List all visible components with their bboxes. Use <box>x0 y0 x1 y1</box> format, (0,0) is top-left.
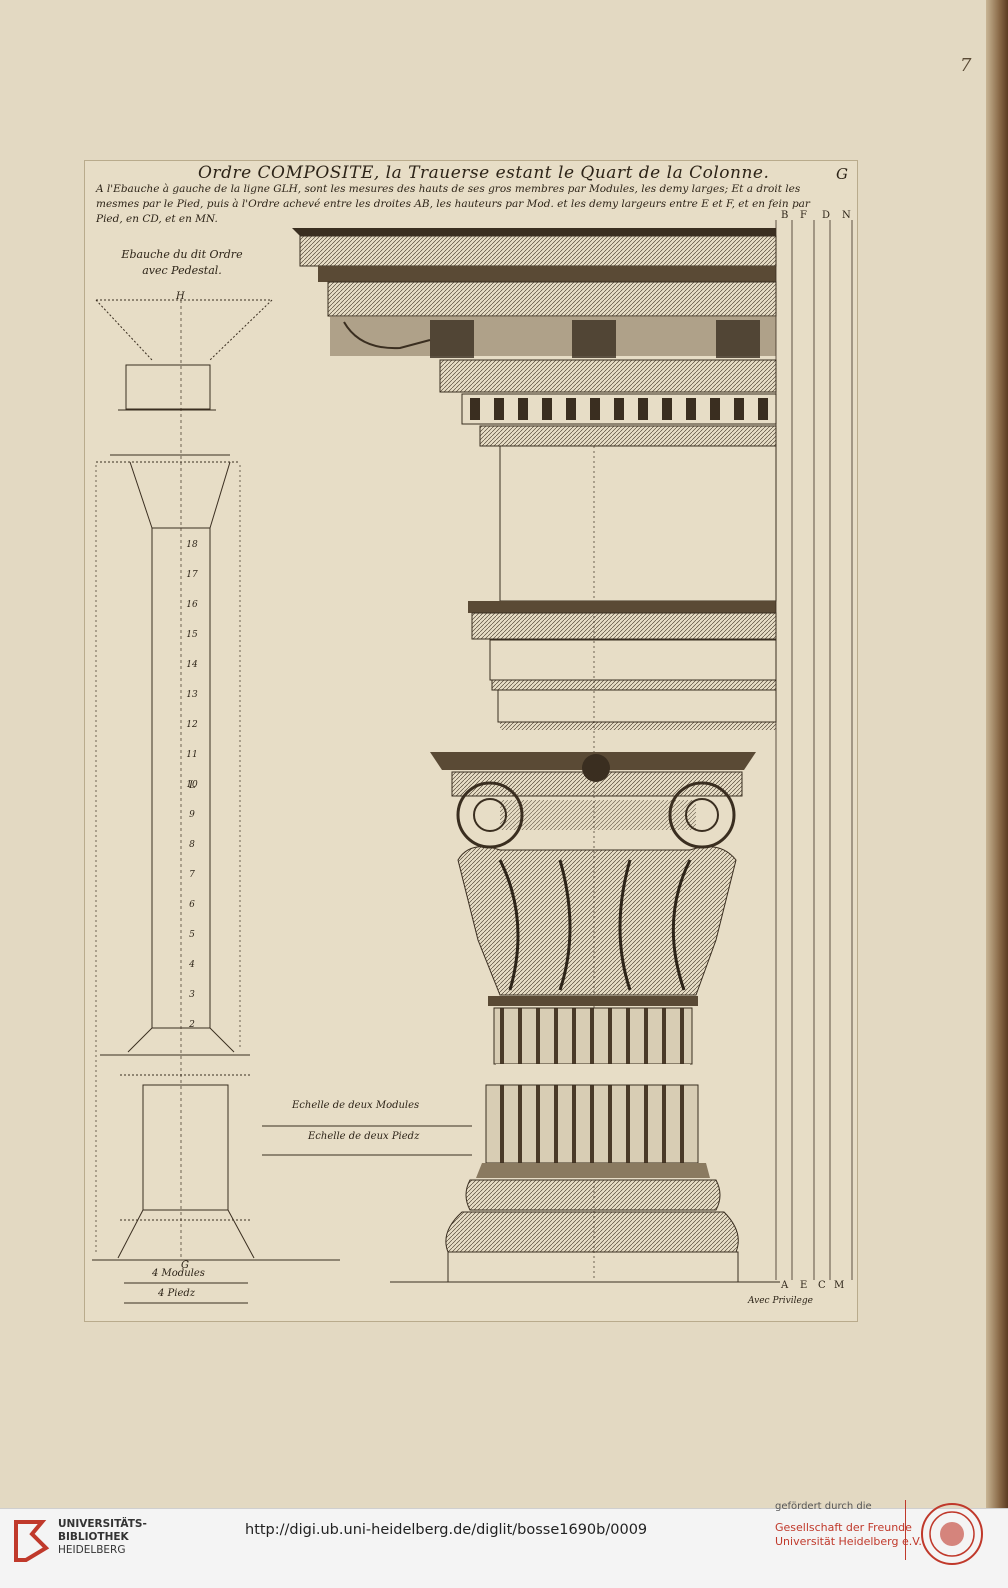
privilege-note: Avec Privilege <box>748 1296 813 1306</box>
university-logo-icon <box>14 1520 50 1562</box>
column-footer-a: A <box>781 1280 789 1291</box>
column-footer-e: E <box>800 1280 808 1291</box>
shaft-number: 2 <box>189 1020 195 1030</box>
shaft-number: 9 <box>189 810 195 820</box>
shaft-number: 10 <box>186 780 198 790</box>
sketch-label-l: L <box>189 780 196 791</box>
footer-divider <box>905 1500 906 1560</box>
shaft-number: 8 <box>189 840 195 850</box>
shaft-number: 15 <box>186 630 198 640</box>
shaft-number: 5 <box>189 930 195 940</box>
shaft-number: 17 <box>186 570 198 580</box>
order-sketch <box>92 299 340 1261</box>
shaft-number: 18 <box>186 540 198 550</box>
scale-feet-label: Echelle de deux Piedz <box>308 1131 420 1142</box>
shaft-number-list: 18 17 16 15 14 13 12 11 10 9 8 7 6 5 4 3… <box>184 530 200 1040</box>
shaft-number: 12 <box>186 720 198 730</box>
sketch-label-g: G <box>181 1260 189 1271</box>
library-footer <box>0 1508 1008 1588</box>
scale-small-modules: 4 Modules <box>152 1268 205 1279</box>
column-header-n: N <box>842 210 851 221</box>
university-name: UNIVERSITÄTS- BIBLIOTHEK HEIDELBERG <box>58 1518 147 1556</box>
shaft-number: 14 <box>186 660 198 670</box>
shaft-number: 13 <box>186 690 198 700</box>
book-edge <box>986 0 1008 1508</box>
shaft-number: 16 <box>186 600 198 610</box>
column-footer-m: M <box>834 1280 845 1291</box>
plate-title: Ordre COMPOSITE, la Trauerse estant le Q… <box>198 163 770 183</box>
column-header-f: F <box>800 210 807 221</box>
folio-number: 7 <box>960 55 972 76</box>
plate-caption: A l'Ebauche à gauche de la ligne GLH, so… <box>96 183 810 225</box>
plate-letter: G <box>836 165 848 183</box>
sponsor-preface: gefördert durch die <box>775 1501 872 1512</box>
composite-order-engraving <box>124 220 853 1304</box>
scale-small-feet: 4 Piedz <box>158 1288 196 1299</box>
shaft-number: 4 <box>189 960 195 970</box>
shaft-number: 11 <box>186 750 198 760</box>
column-header-d: D <box>822 210 831 221</box>
sketch-label-h: H <box>176 291 185 302</box>
scale-modules-label: Echelle de deux Modules <box>292 1100 420 1111</box>
column-footer-c: C <box>818 1280 826 1291</box>
shaft-number: 7 <box>189 870 195 880</box>
shaft-number: 3 <box>189 990 195 1000</box>
shaft-number: 6 <box>189 900 195 910</box>
permalink-url[interactable]: http://digi.ub.uni-heidelberg.de/diglit/… <box>245 1522 648 1538</box>
sketch-title: Ebauche du dit Ordre avec Pedestal. <box>121 248 243 277</box>
column-header-b: B <box>781 210 789 221</box>
university-seal-icon <box>921 1503 983 1565</box>
sponsor-name: Gesellschaft der Freunde Universität Hei… <box>775 1521 922 1548</box>
